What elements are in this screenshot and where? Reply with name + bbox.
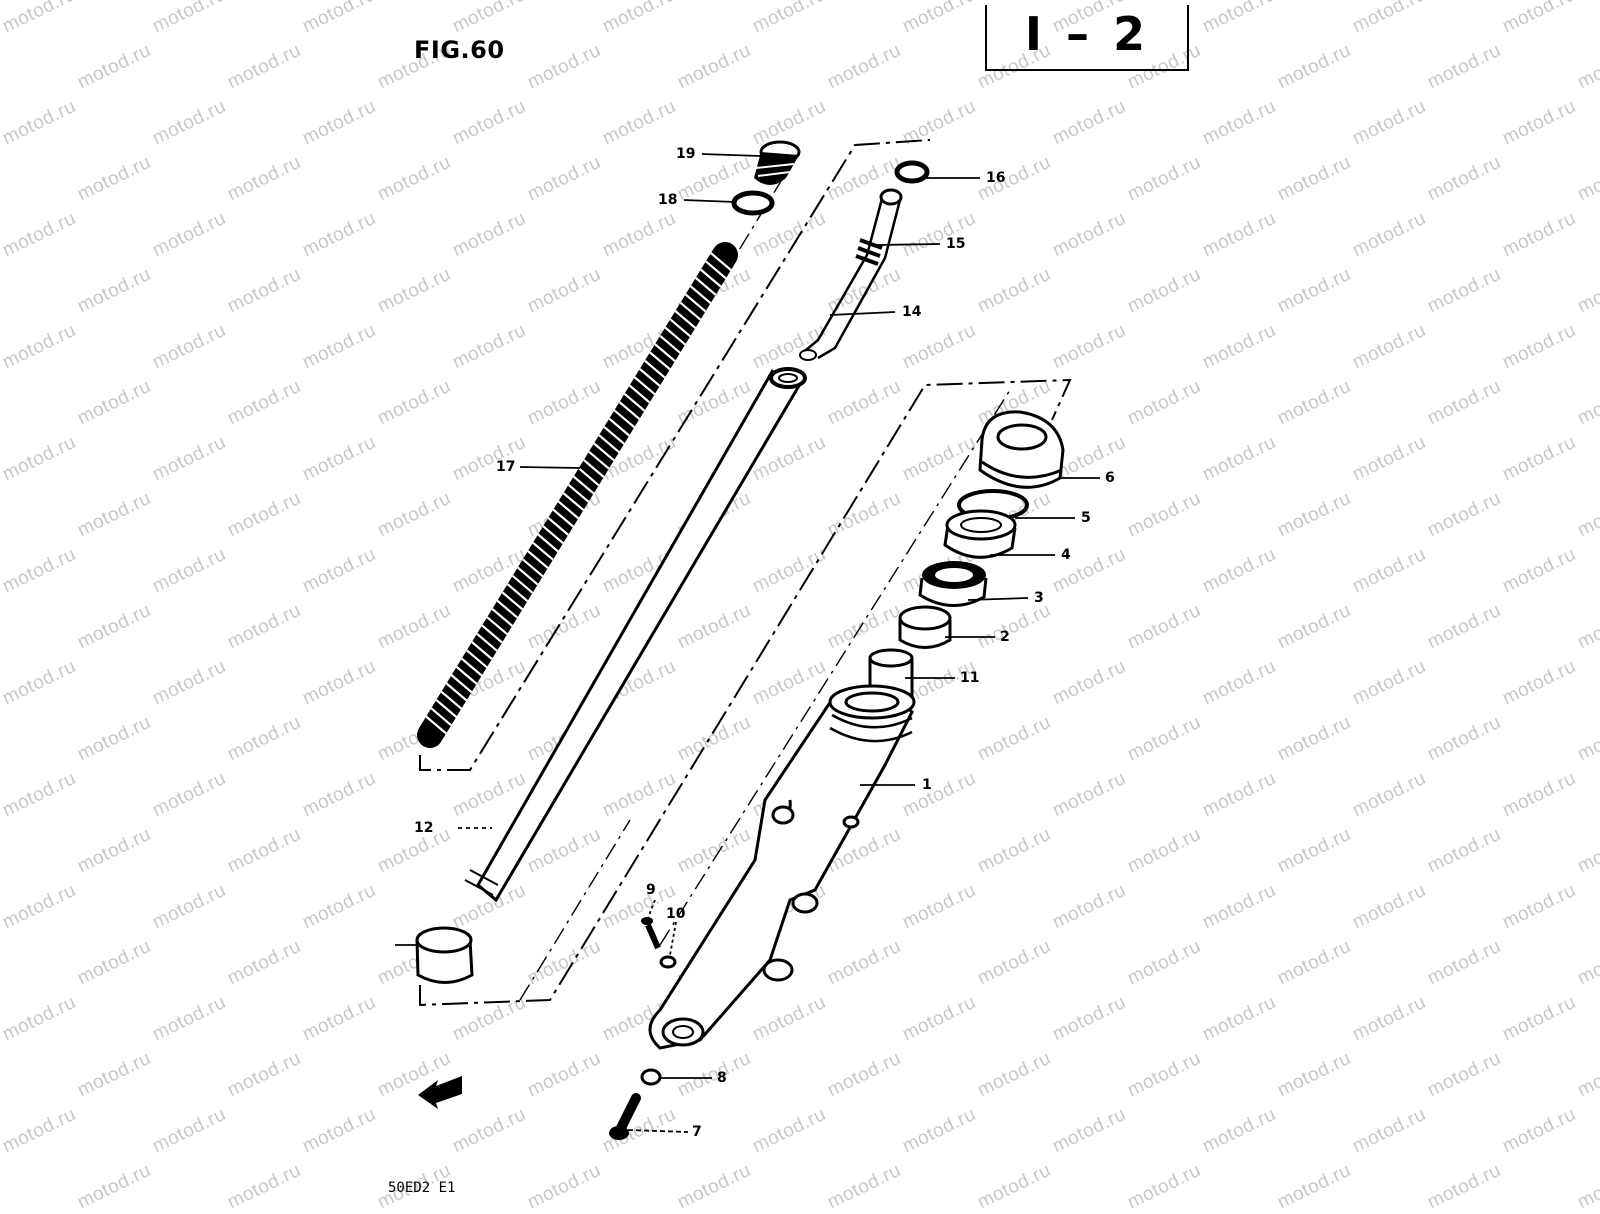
callout-8: 8 <box>717 1070 727 1086</box>
callout-11: 11 <box>960 670 980 686</box>
page-reference-box: I – 2 <box>985 5 1189 71</box>
seal-spacer <box>918 561 988 607</box>
oil-seal <box>943 509 1017 559</box>
bottom-bolt <box>609 1093 641 1140</box>
callout-15: 15 <box>946 236 966 252</box>
callout-10: 10 <box>666 906 686 922</box>
callout-16: 16 <box>986 170 1006 186</box>
callout-14: 14 <box>902 304 922 320</box>
callout-17: 17 <box>496 459 516 475</box>
slide-bushing <box>415 926 474 984</box>
callout-7: 7 <box>692 1124 702 1140</box>
footer-code: 50ED2 E1 <box>388 1180 456 1196</box>
callout-18: 18 <box>658 192 678 208</box>
callout-12: 12 <box>414 820 434 836</box>
callout-3: 3 <box>1034 590 1044 606</box>
group-bracket-outer <box>419 378 1072 1007</box>
inner-tube <box>464 367 807 903</box>
outer-tube <box>648 684 916 1050</box>
leader-lines <box>395 153 1100 1133</box>
group-bracket-inner <box>419 139 931 771</box>
guide-bushing <box>898 605 952 649</box>
dust-boot <box>978 410 1065 489</box>
cap-bolt <box>754 140 801 185</box>
bolt-washer <box>640 1068 662 1086</box>
callout-19: 19 <box>676 146 696 162</box>
callout-1: 1 <box>922 777 932 793</box>
drain-screw <box>641 917 677 969</box>
callout-4: 4 <box>1061 547 1071 563</box>
figure-title: FIG.60 <box>414 36 505 64</box>
callout-9: 9 <box>646 882 656 898</box>
piston-ring <box>894 160 930 184</box>
damper-rod <box>799 188 903 361</box>
o-ring <box>731 190 775 216</box>
callout-6: 6 <box>1105 470 1115 486</box>
callout-2: 2 <box>1000 629 1010 645</box>
page-reference: I – 2 <box>1024 7 1150 61</box>
fork-spring <box>417 242 738 748</box>
forward-arrow-icon <box>418 1076 462 1109</box>
callout-5: 5 <box>1081 510 1091 526</box>
